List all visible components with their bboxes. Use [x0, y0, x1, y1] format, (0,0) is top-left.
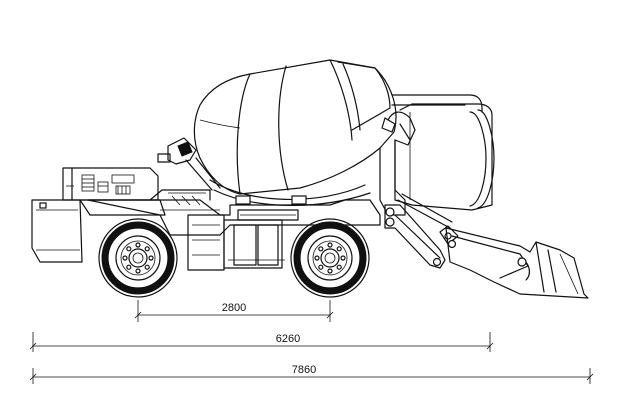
dimension-wheelbase: 2800	[134, 300, 334, 322]
water-tank	[394, 103, 495, 211]
rear-counterweight	[31, 199, 83, 263]
engine-hood	[62, 167, 166, 216]
vent-grille	[81, 174, 135, 195]
chassis-frame	[87, 189, 381, 271]
mixer-drum	[193, 59, 397, 206]
rear-wheel	[98, 218, 178, 298]
dimension-overall: 7860	[29, 364, 594, 384]
loader-bucket	[445, 227, 589, 299]
dimension-middle: 6260	[29, 332, 494, 352]
loader-arm	[384, 193, 459, 269]
middle-length-label: 6260	[276, 333, 300, 345]
front-wheel	[290, 218, 370, 298]
operator-cab	[157, 137, 221, 191]
wheelbase-label: 2800	[222, 302, 246, 314]
overall-length-label: 7860	[292, 364, 316, 376]
